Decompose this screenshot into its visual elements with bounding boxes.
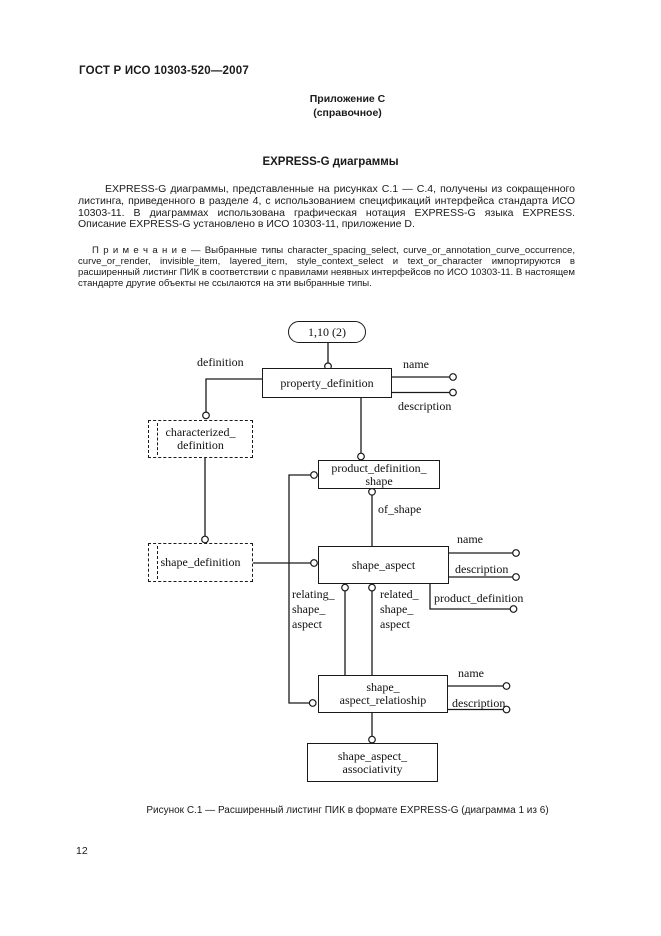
entity-label: characterized_ xyxy=(165,425,236,439)
entity-label: associativity xyxy=(342,761,403,776)
entity-box-shape-aspect: shape_aspect xyxy=(318,546,449,584)
attr-label-definition: definition xyxy=(197,355,244,369)
attr-label-description: description xyxy=(398,399,452,413)
entity-box-shape-aspect-associativity: shape_aspect_ associativity xyxy=(307,743,438,782)
page-reference-label: 1,10 (2) xyxy=(308,324,346,339)
entity-label: shape_aspect_ xyxy=(337,748,408,763)
attr-label-of-shape: of_shape xyxy=(378,502,422,516)
attr-label-name: name xyxy=(457,532,483,546)
entity-box-property-definition: property_definition xyxy=(262,368,392,398)
select-type-rule xyxy=(157,423,158,455)
attr-label-description: description xyxy=(455,562,509,576)
entity-label: property_definition xyxy=(280,375,374,390)
entity-box-product-definition-shape: product_definition_ shape xyxy=(318,460,440,489)
entity-label: shape_aspect xyxy=(351,557,416,572)
entity-label: shape xyxy=(365,473,393,488)
page-reference-oval: 1,10 (2) xyxy=(288,321,366,343)
annex-title: Приложение С xyxy=(309,93,386,105)
select-type-rule xyxy=(157,546,158,579)
entity-label: definition xyxy=(177,438,224,452)
annex-subtitle: (справочное) xyxy=(313,106,382,119)
note-paragraph: П р и м е ч а н и е — Выбранные типы cha… xyxy=(78,245,575,289)
standard-number-header: ГОСТ Р ИСО 10303-520—2007 xyxy=(79,65,249,77)
entity-label: aspect_relatioship xyxy=(339,693,427,707)
page-number: 12 xyxy=(76,845,88,857)
section-title: EXPRESS-G диаграммы xyxy=(262,156,399,168)
select-box-characterized-definition: characterized_ definition xyxy=(148,420,253,458)
entity-label: product_definition_ xyxy=(331,461,427,475)
diagram-connectors xyxy=(201,342,520,744)
attr-label-description: description xyxy=(452,696,506,710)
select-box-shape-definition: shape_definition xyxy=(148,543,253,582)
attr-label-name: name xyxy=(458,666,484,680)
attr-label-product-definition: product_definition xyxy=(434,591,524,605)
attr-label-relating-shape-aspect: relating_ shape_ aspect xyxy=(292,587,335,631)
express-g-diagram: 1,10 (2) property_definition characteriz… xyxy=(0,315,661,800)
entity-label: shape_definition xyxy=(160,555,241,569)
attr-label-name: name xyxy=(403,357,429,371)
entity-label: shape_ xyxy=(366,680,400,694)
annex-heading: Приложение С (справочное) xyxy=(0,93,661,120)
entity-box-shape-aspect-relationship: shape_ aspect_relatioship xyxy=(318,675,448,713)
body-paragraph: EXPRESS-G диаграммы, представленные на р… xyxy=(78,183,575,231)
figure-caption: Рисунок С.1 — Расширенный листинг ПИК в … xyxy=(146,805,549,816)
attr-label-related-shape-aspect: related_ shape_ aspect xyxy=(380,587,419,631)
